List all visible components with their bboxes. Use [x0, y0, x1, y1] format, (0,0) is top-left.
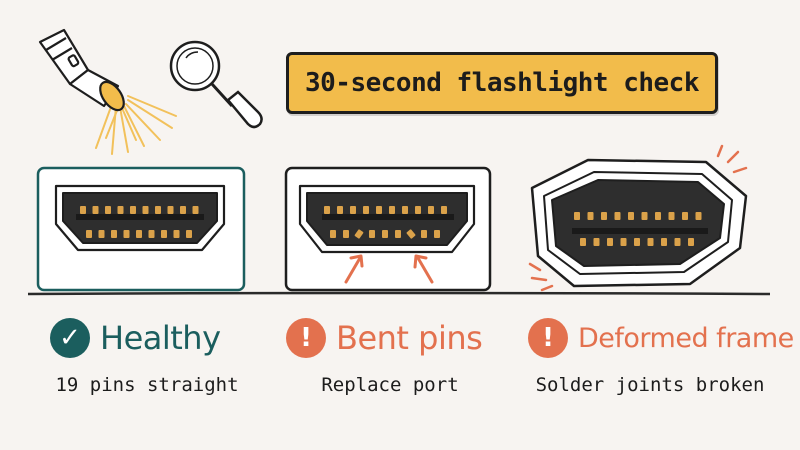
- status-label: Healthy: [100, 319, 221, 357]
- pin: [688, 238, 694, 246]
- pin: [601, 212, 607, 220]
- pin: [376, 206, 382, 214]
- pin: [369, 230, 375, 238]
- pin: [123, 230, 130, 238]
- pin: [86, 230, 92, 238]
- pin: [186, 230, 192, 238]
- pin: [395, 230, 401, 238]
- pin: [92, 206, 99, 214]
- pin: [161, 230, 167, 238]
- pin: [628, 212, 634, 220]
- status-healthy: ✓ Healthy: [50, 318, 221, 358]
- check-icon: ✓: [50, 318, 90, 358]
- pin: [441, 206, 447, 214]
- pin: [614, 212, 621, 220]
- pin: [167, 206, 174, 214]
- port-deformed-frame: [528, 144, 748, 292]
- pin: [363, 206, 369, 214]
- pin: [415, 206, 421, 214]
- pin: [111, 230, 117, 238]
- pin: [117, 206, 124, 214]
- status-bent-pins: ! Bent pins: [286, 318, 483, 358]
- pin: [330, 230, 336, 238]
- pin: [661, 238, 667, 246]
- pin: [180, 206, 186, 214]
- pin: [607, 238, 613, 246]
- pin: [634, 238, 640, 246]
- pin: [695, 212, 702, 220]
- pin: [173, 230, 180, 238]
- crack-marks: [528, 144, 748, 292]
- pin: [580, 238, 586, 246]
- caption-healthy: 19 pins straight: [55, 374, 239, 396]
- pin: [421, 230, 427, 238]
- baseline: [27, 291, 771, 296]
- pin: [354, 229, 364, 239]
- pin: [80, 206, 86, 214]
- page-title: 30-second flashlight check: [305, 68, 700, 98]
- pin: [428, 206, 434, 214]
- title-banner: 30-second flashlight check: [286, 52, 718, 114]
- status-deformed-frame: ! Deformed frame: [528, 318, 794, 358]
- pin: [402, 206, 408, 214]
- status-label: Bent pins: [336, 319, 483, 357]
- pin: [647, 238, 654, 246]
- pin: [130, 206, 136, 214]
- pin: [343, 230, 349, 238]
- pin: [382, 230, 388, 238]
- pin: [434, 230, 440, 238]
- pin: [148, 230, 155, 238]
- caption-bent-pins: Replace port: [321, 374, 459, 396]
- caption-deformed-frame: Solder joints broken: [535, 374, 765, 396]
- pin: [155, 206, 161, 214]
- bent-pin-arrows: [344, 254, 434, 284]
- pin: [574, 212, 580, 220]
- pin: [350, 206, 356, 214]
- pin: [142, 206, 149, 214]
- pin: [641, 212, 648, 220]
- exclamation-icon: !: [528, 318, 568, 358]
- pin: [587, 212, 594, 220]
- exclamation-icon: !: [286, 318, 326, 358]
- magnifier-icon: [169, 40, 263, 129]
- status-label: Deformed frame: [578, 322, 794, 354]
- port-healthy: [36, 166, 246, 292]
- port-bent-pins: [284, 166, 492, 292]
- pin: [98, 230, 105, 238]
- pin: [655, 212, 661, 220]
- pin: [593, 238, 600, 246]
- pin: [682, 212, 688, 220]
- flashlight-icon: [38, 28, 177, 155]
- pin: [674, 238, 681, 246]
- pin: [105, 206, 111, 214]
- pin: [324, 206, 330, 214]
- pin: [389, 206, 395, 214]
- pin: [337, 206, 343, 214]
- pin: [620, 238, 627, 246]
- pin: [136, 230, 142, 238]
- pin: [406, 229, 416, 239]
- pin: [192, 206, 199, 214]
- pin: [668, 212, 675, 220]
